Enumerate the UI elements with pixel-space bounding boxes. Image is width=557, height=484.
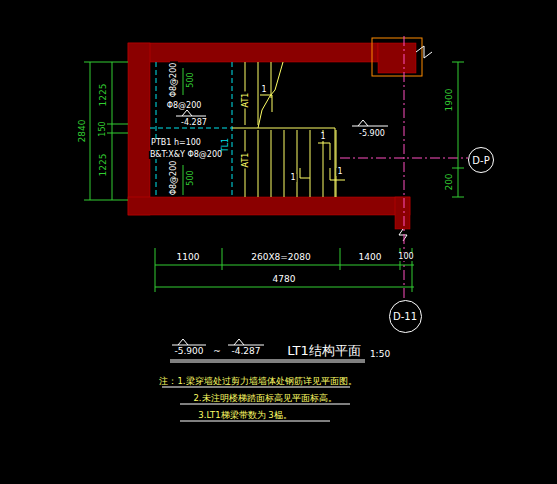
- axis-bubble: D-11: [389, 300, 422, 333]
- annotation: 1: [289, 174, 296, 182]
- dimension: 200: [445, 172, 454, 191]
- axis-bubble: D-P: [468, 147, 494, 173]
- annotation: 500: [187, 71, 195, 88]
- dimension: 1900: [445, 88, 454, 113]
- dimension: 1400: [358, 253, 383, 262]
- dimension: 1225: [99, 83, 108, 108]
- dimension: 1225: [99, 153, 108, 178]
- annotation: Φ8@200: [170, 62, 178, 99]
- annotation: AT1: [242, 152, 250, 169]
- annotation: PTB1 h=100: [150, 139, 202, 147]
- beam-lines: [150, 62, 232, 197]
- annotation: -5.900: [358, 130, 386, 138]
- annotation: -5.900: [173, 347, 204, 356]
- dimension: 2840: [78, 119, 87, 144]
- annotation: B&T:X&Y Φ8@200: [149, 151, 223, 159]
- dimension: 1100: [176, 253, 201, 262]
- annotation: 500: [187, 169, 195, 186]
- underlines: [162, 360, 365, 421]
- dimension: 150: [99, 120, 107, 137]
- note: 3.LT1梯梁带数为 3榀。: [197, 411, 292, 420]
- annotation: 1: [260, 86, 267, 94]
- annotation: -4.287: [230, 347, 261, 356]
- annotation: 1:50: [369, 350, 391, 359]
- annotation: Φ8@200: [166, 102, 203, 110]
- column-outline: [372, 38, 422, 76]
- annotation: 1: [336, 168, 343, 176]
- dimension-lines: [84, 62, 464, 292]
- dimension: 4780: [272, 275, 297, 284]
- level-marks: [172, 110, 388, 345]
- break-mark: [399, 229, 407, 241]
- axis-lines: [340, 36, 468, 303]
- stair-treads: [245, 62, 336, 197]
- walls: [128, 43, 416, 229]
- axis-label: D-11: [393, 311, 417, 322]
- dimension: 100: [397, 253, 414, 261]
- annotation: ~: [212, 347, 222, 356]
- axis-label: D-P: [472, 155, 489, 166]
- annotation: TL1: [222, 137, 230, 153]
- note: 注：1.梁穿墙处过剪力墙墙体处钢筋详见平面图。: [158, 377, 357, 386]
- annotation: Φ8@200: [170, 160, 178, 197]
- drawing-title: LT1结构平面: [286, 344, 362, 357]
- break-mark: [416, 46, 432, 58]
- stair-outline: [232, 62, 345, 197]
- annotation: 1: [319, 133, 326, 141]
- note: 2.未注明楼梯踏面标高见平面标高。: [192, 394, 337, 403]
- annotation: AT1: [242, 92, 250, 109]
- annotation: -4.287: [180, 119, 208, 127]
- dimension: 260X8=2080: [250, 253, 312, 262]
